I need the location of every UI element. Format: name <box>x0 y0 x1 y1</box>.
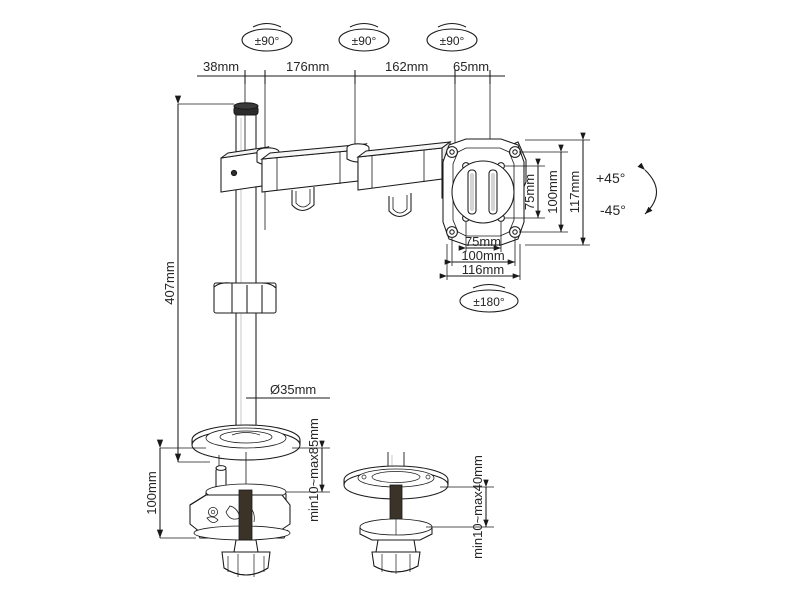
grommet-base-plate <box>343 465 449 500</box>
badge-label-elbow: ±90° <box>352 34 377 48</box>
vesa-dim-h75: 75mm <box>465 234 501 249</box>
grommet-knob <box>371 539 421 574</box>
grommet-mount <box>343 452 449 574</box>
pole-height-dimension <box>174 95 234 463</box>
vesa-plate <box>442 138 527 246</box>
pole-top-cap <box>233 102 259 116</box>
badge-wrist-shape <box>426 22 478 52</box>
badge-elbow-shape <box>338 22 390 52</box>
vesa-center-hub <box>451 160 515 224</box>
vesa-slots <box>467 169 498 215</box>
pole-diameter-label: Ø35mm <box>270 382 316 397</box>
vesa-dim-h100: 100mm <box>461 248 504 263</box>
badge-pole-shape <box>241 22 293 52</box>
grommet-washer-plate <box>359 518 433 541</box>
cable-clip-2 <box>388 193 412 218</box>
tilt-arc <box>637 162 658 215</box>
dim-label-176mm: 176mm <box>286 59 329 74</box>
cable-clip-1 <box>291 187 315 212</box>
clamp-screw-rod <box>238 489 253 541</box>
badge-label-pole: ±90° <box>255 34 280 48</box>
vesa-horizontal-dimensions <box>439 222 521 280</box>
vesa-dim-v75: 75mm <box>522 174 537 210</box>
vesa-dim-v100: 100mm <box>545 170 560 213</box>
pole-collar <box>213 282 277 314</box>
grommet-thickness-dimension <box>426 479 494 528</box>
badge-label-wrist: ±90° <box>440 34 465 48</box>
clamp-height-dimension <box>156 439 206 539</box>
dim-label-38mm: 38mm <box>203 59 239 74</box>
grommet-thickness-label: min10~max40mm <box>470 455 485 559</box>
clamp-thickness-label: min10~max85mm <box>306 418 321 522</box>
dim-label-162mm: 162mm <box>385 59 428 74</box>
badge-plate-shape <box>459 283 519 313</box>
tilt-label-negative: -45° <box>600 202 626 218</box>
clamp-height-label: 100mm <box>144 471 159 514</box>
badge-label-plate: ±180° <box>473 295 505 309</box>
clamp-knob <box>221 539 271 577</box>
tilt-label-positive: +45° <box>596 170 625 186</box>
vesa-dim-v117: 117mm <box>567 171 582 213</box>
pole-height-label: 407mm <box>162 261 177 304</box>
clamp-thickness-dimension <box>286 440 330 493</box>
vesa-dim-h116: 116mm <box>462 262 504 277</box>
desk-clamp-mount <box>189 424 301 577</box>
vesa-vertical-dimensions <box>505 132 590 246</box>
clamp-base-plate <box>191 424 301 461</box>
vesa-screw-holes <box>446 146 521 238</box>
dim-label-65mm: 65mm <box>453 59 489 74</box>
